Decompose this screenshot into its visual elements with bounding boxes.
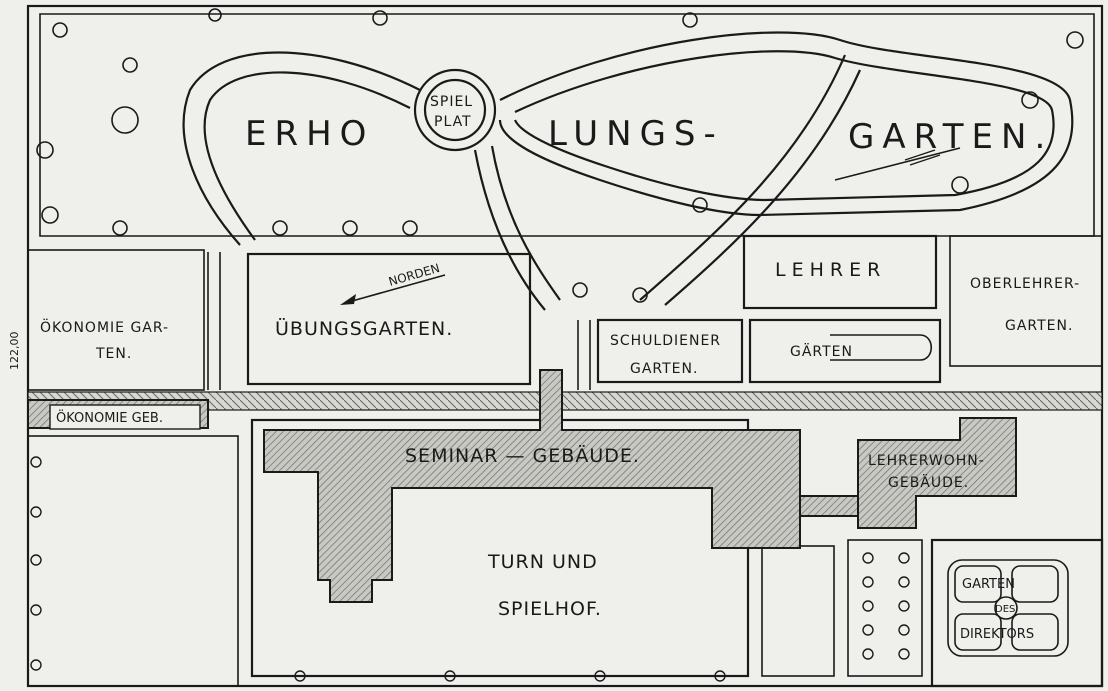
north-arrow-park-head [904, 149, 941, 166]
spielhof-label: SPIELHOF. [498, 598, 602, 620]
park-trees [36, 8, 1084, 303]
oekonomie-garten-label-1: ÖKONOMIE GAR- [40, 318, 169, 336]
park-path-main [498, 31, 1074, 217]
lungs-label: LUNGS- [548, 114, 724, 154]
gaerten-label: GÄRTEN [790, 342, 853, 360]
lower-mid-plot [761, 545, 835, 677]
north-arrow [344, 274, 446, 304]
oberlehrer-plot [949, 235, 1103, 367]
corridor [799, 495, 863, 517]
spielplatz-circle [413, 68, 497, 152]
direktor-bed-1 [954, 565, 1002, 603]
park-path-down-2 [490, 145, 561, 301]
border-trees [30, 456, 726, 682]
lehrer-label: LEHRER [775, 259, 886, 281]
oekonomie-garten-label-2: TEN. [95, 346, 132, 362]
norden-label: NORDEN [387, 261, 441, 289]
lehrerwohn-building [857, 417, 1017, 529]
lehrer-plot [742, 234, 938, 310]
park-path-diagonal-2 [664, 69, 862, 306]
park-path-diagonal [639, 54, 847, 301]
oekonomie-garten-plot [27, 249, 205, 391]
direktor-garden-plot [930, 538, 1104, 688]
park-path-down [473, 149, 546, 311]
direktor-fountain [994, 596, 1018, 620]
plat-label: PLAT [434, 114, 472, 130]
north-arrow-park [834, 147, 961, 181]
direktor-bed-4 [1011, 613, 1059, 651]
direktor-bed-2 [1011, 565, 1059, 603]
park-path-loop-left-inner [203, 71, 411, 241]
lehrerwohn-label-2: GEBÄUDE. [888, 473, 969, 491]
erho-label: ERHO [245, 114, 374, 154]
margin-scale-label: 122,00 [8, 332, 21, 371]
schuldiener-plot [596, 318, 744, 384]
seminar-building [263, 369, 801, 603]
spiel-label: SPIEL [430, 94, 473, 110]
gaerten-path [830, 334, 933, 361]
des-label: DES [995, 604, 1015, 615]
kitchen-garden-shrubs [862, 552, 910, 660]
north-arrow-head [340, 294, 356, 305]
oberlehrer-label-2: GARTEN. [1005, 318, 1073, 334]
oberlehrer-label-1: OBERLEHRER- [970, 276, 1080, 292]
direktor-bed-outer [947, 559, 1069, 657]
spielplatz-inner [423, 78, 487, 142]
kitchen-garden-plot [847, 539, 923, 677]
direktors-label: DIREKTORS [960, 627, 1034, 642]
oekonomie-geb-label-box [49, 404, 201, 430]
oekonomie-geb-label: ÖKONOMIE GEB. [56, 409, 163, 426]
lower-left-plot [27, 435, 239, 687]
park-path-loop-left [182, 51, 421, 246]
uebungsgarten-label: ÜBUNGSGARTEN. [275, 317, 453, 340]
lehrer-gaerten-plot [748, 318, 942, 384]
schuldiener-label-1: SCHULDIENER [610, 333, 721, 349]
garten-dir-label: GARTEN [962, 577, 1015, 592]
uebungsgarten-plot [246, 252, 532, 386]
park-path-main-inner [513, 50, 1055, 202]
seminar-label: SEMINAR — GEBÄUDE. [405, 444, 640, 467]
garten-park-label: GARTEN. [848, 117, 1053, 157]
lehrerwohn-label-1: LEHRERWOHN- [868, 453, 985, 469]
schuldiener-label-2: GARTEN. [630, 361, 698, 377]
direktor-bed-3 [954, 613, 1002, 651]
turn-label: TURN UND [487, 551, 598, 573]
